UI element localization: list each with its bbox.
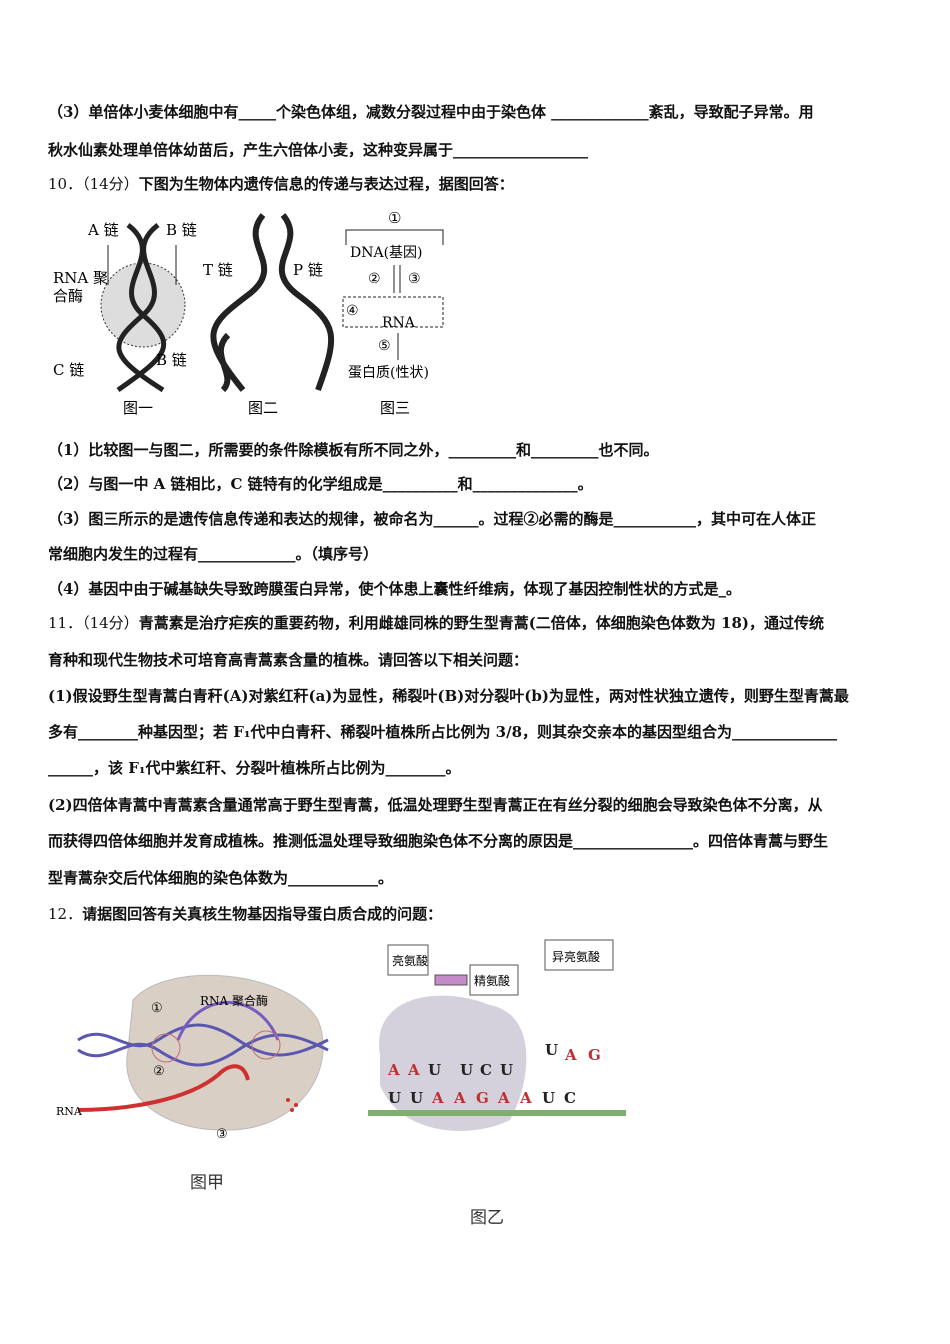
codon-letter: A [497,1089,510,1107]
q11-text-b: 育种和现代生物技术可培育高青蒿素含量的植株。请回答以下相关问题： [48,651,529,669]
label-dna-gene: DNA(基因) [350,244,423,261]
q10-title: 10．（14分）下图为生物体内遗传信息的传递与表达过程，据图回答： [48,174,908,194]
caption-fig2: 图二 [248,399,278,417]
q10-4: （4）基因中由于碱基缺失导致跨膜蛋白异常，使个体患上囊性纤维病，体现了基因控制性… [48,580,741,598]
anticodon-letter: U [428,1061,441,1079]
jia-1: ① [151,1001,163,1016]
figure-two: T 链 P 链 图二 [203,213,334,417]
anticodon-letter: A [407,1061,420,1079]
q12-text: 请据图回答有关真核生物基因指导蛋白质合成的问题： [82,905,443,923]
anticodon-letter: G [588,1046,601,1064]
codon-letter: U [388,1089,401,1107]
label-rna: RNA [382,315,416,331]
anticodon-letter: U [545,1041,558,1059]
q10-3a: （3）图三所示的是遗传信息传递和表达的规律，被命名为______。过程②必需的酶… [48,510,816,528]
q10-text: 下图为生物体内遗传信息的传递与表达过程，据图回答： [138,175,514,193]
caption-yi: 图乙 [470,1208,504,1228]
codon-letter: C [564,1089,576,1107]
caption-fig3: 图三 [380,399,410,417]
label-c-chain: C 链 [53,361,84,379]
q12-number: 12． [48,905,83,923]
yi-leu: 亮氨酸 [392,953,428,968]
jia-rna-pol: RNA 聚合酶 [200,993,268,1008]
q11-2c: 型青蒿杂交后代体细胞的染色体数为____________。 [48,869,394,887]
codon-letter: A [453,1089,466,1107]
q10-2: （2）与图一中 A 链相比，C 链特有的化学组成是__________和____… [48,475,593,493]
anticodon-letter: C [480,1061,492,1079]
jia-rna: RNA [56,1105,83,1118]
label-p-chain: P 链 [293,261,323,279]
label-rna-pol-2: 合酶 [53,287,83,305]
codon-letter: G [476,1089,489,1107]
q11-title: 11．（14分）青蒿素是治疗疟疾的重要药物，利用雌雄同株的野生型青蒿(二倍体，体… [48,613,908,633]
q9-3-line1: （3）单倍体小麦体细胞中有_____个染色体组，减数分裂过程中由于染色体 ___… [48,103,814,121]
q11-number: 11．（14分） [48,614,139,632]
q9-3-line2: 秋水仙素处理单倍体幼苗后，产生六倍体小麦，这种变异属于_____________… [48,141,589,159]
process-1: ① [388,209,401,227]
q11-2a: (2)四倍体青蒿中青蒿素含量通常高于野生型青蒿，低温处理野生型青蒿正在有丝分裂的… [48,796,823,814]
genetic-info-figure: A 链 B 链 RNA 聚 合酶 C 链 B 链 图一 T 链 P 链 图二 ①… [53,209,444,417]
process-4: ④ [346,303,359,319]
q12-title: 12．请据图回答有关真核生物基因指导蛋白质合成的问题： [48,904,908,924]
label-rna-pol-1: RNA 聚 [53,269,108,287]
caption-jia: 图甲 [190,1173,224,1193]
figure-one: A 链 B 链 RNA 聚 合酶 C 链 B 链 图一 [53,221,197,417]
anticodon-letter: U [460,1061,473,1079]
codon-letter: U [542,1089,555,1107]
process-2: ② [368,271,381,287]
caption-fig1: 图一 [123,399,153,417]
q10-3b: 常细胞内发生的过程有_____________。（填序号） [48,545,379,563]
anticodon-letter: A [387,1061,400,1079]
figure-jia: ① RNA 聚合酶 ② ③ RNA [56,974,329,1142]
q11-1c: ______，该 F₁代中紫红秆、分裂叶植株所占比例为________。 [48,759,461,777]
jia-2: ② [153,1064,165,1079]
label-b-chain-top: B 链 [166,221,197,239]
q11-1b: 多有________种基因型；若 F₁代中白青秆、稀裂叶植株所占比例为 3/8，… [48,723,838,741]
q10-1: （1）比较图一与图二，所需要的条件除模板有所不同之外，_________和___… [48,441,659,459]
q10-number: 10．（14分） [48,175,139,193]
anticodon-letter: U [500,1061,513,1079]
q11-2b: 而获得四倍体细胞并发育成植株。推测低温处理导致细胞染色体不分离的原因是_____… [48,832,829,850]
codon-letter: A [519,1089,532,1107]
anticodon-letter: A [564,1046,577,1064]
yi-ile: 异亮氨酸 [552,949,600,964]
label-protein: 蛋白质(性状) [348,365,429,381]
q11-text-a: 青蒿素是治疗疟疾的重要药物，利用雌雄同株的野生型青蒿(二倍体，体细胞染色体数为 … [138,614,824,632]
label-a-chain: A 链 [87,221,119,239]
codon-letter: A [431,1089,444,1107]
label-b-chain-bottom: B 链 [156,351,187,369]
jia-3: ③ [216,1127,228,1142]
figure-three: ① DNA(基因) ② ③ ④ RNA ⑤ 蛋白质(性状) 图三 [342,209,444,417]
process-3: ③ [408,271,421,287]
q11-1a: (1)假设野生型青蒿白青秆(A)对紫红秆(a)为显性，稀裂叶(B)对分裂叶(b)… [48,687,849,705]
yi-arg: 精氨酸 [474,973,510,988]
codon-letter: U [410,1089,423,1107]
process-5: ⑤ [378,338,391,354]
label-t-chain: T 链 [203,261,233,279]
